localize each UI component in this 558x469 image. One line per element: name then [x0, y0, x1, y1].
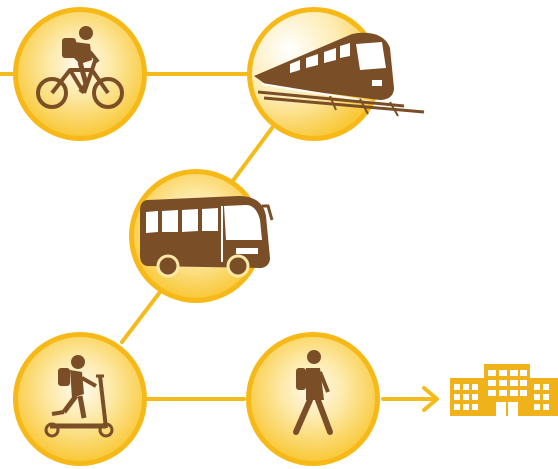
bus-icon — [140, 196, 274, 278]
connector-train-bus — [230, 126, 274, 184]
node-train — [247, 7, 425, 141]
node-bicycle — [13, 7, 147, 141]
node-scooter — [13, 332, 147, 466]
cyclist-icon — [36, 26, 124, 109]
connector-bus-scooter — [120, 290, 162, 344]
pedestrian-icon — [293, 350, 333, 435]
node-bus — [129, 169, 274, 303]
node-walking — [246, 332, 380, 466]
office-building-icon — [450, 364, 558, 416]
connectors — [0, 72, 439, 412]
scooter-rider-icon — [44, 355, 114, 438]
train-icon — [254, 32, 425, 117]
arrow-head-icon — [422, 386, 439, 412]
